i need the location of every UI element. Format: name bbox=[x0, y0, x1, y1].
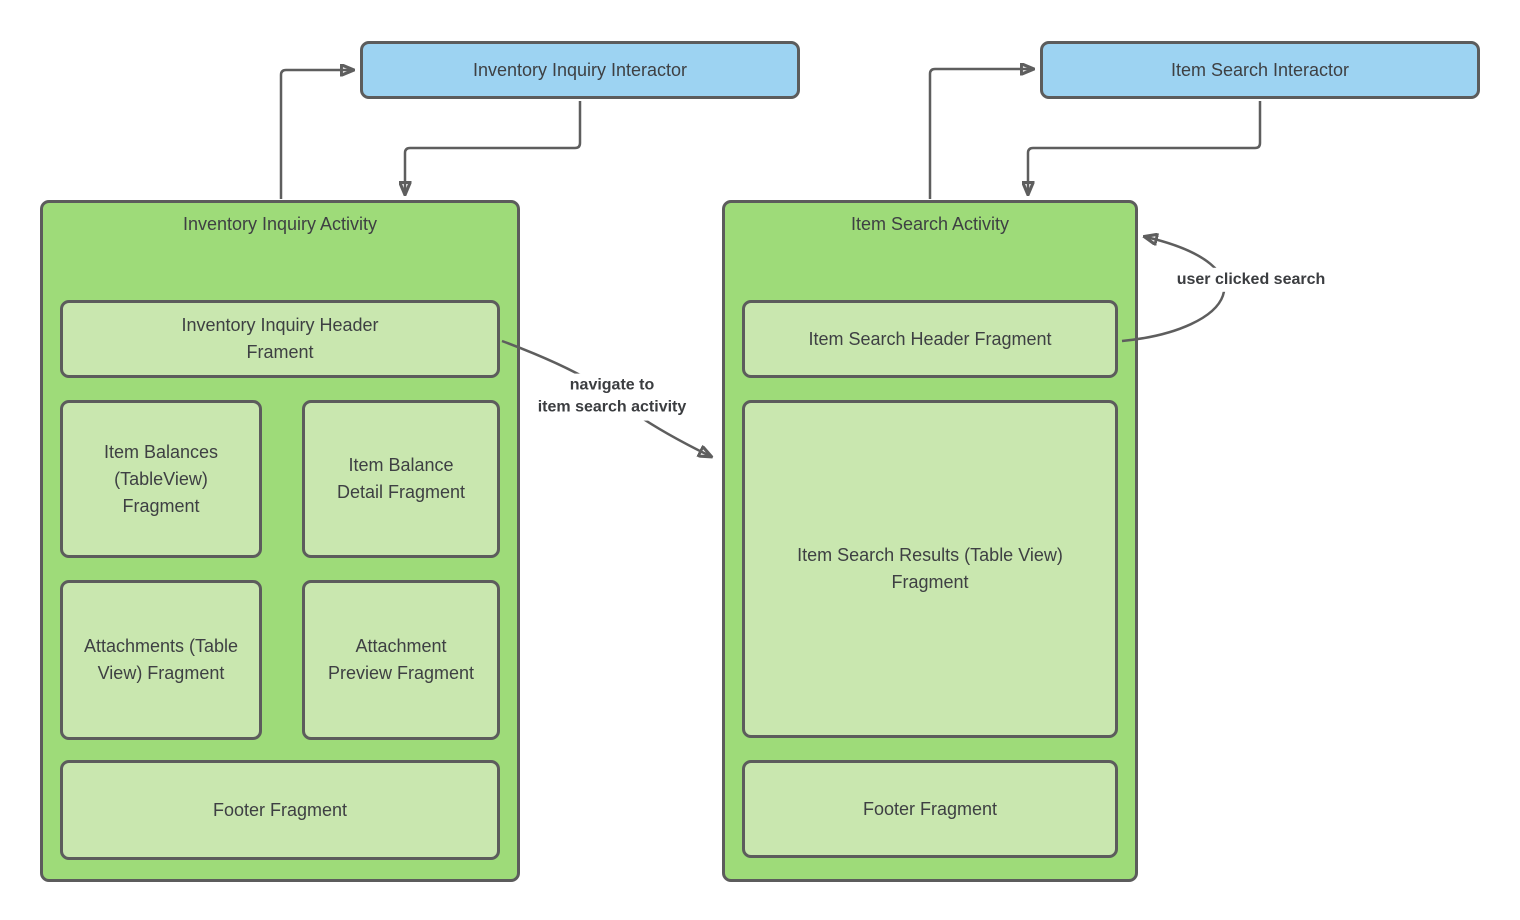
inventory-inquiry-interactor-box: Inventory Inquiry Interactor bbox=[360, 41, 800, 99]
item-search-activity-title: Item Search Activity bbox=[850, 214, 1010, 234]
inventory-inquiry-interactor-label: Inventory Inquiry Interactor bbox=[472, 59, 688, 80]
user-clicked-search-edge-label: user clicked search bbox=[1171, 267, 1331, 293]
inventory-footer-fragment-box: Footer Fragment bbox=[60, 760, 500, 860]
inventory-inquiry-header-fragment-box: Inventory Inquiry Header Frament bbox=[60, 300, 500, 378]
item-search-header-fragment-box: Item Search Header Fragment bbox=[742, 300, 1118, 378]
arrow-search-activity-to-interactor bbox=[928, 69, 1032, 199]
inventory-inquiry-activity-box: Inventory Inquiry Activity Inventory Inq… bbox=[40, 200, 520, 882]
item-search-activity-box: Item Search Activity Item Search Header … bbox=[722, 200, 1138, 882]
item-search-interactor-box: Item Search Interactor bbox=[1040, 41, 1480, 99]
navigate-edge-label: navigate to item search activity bbox=[532, 373, 692, 421]
item-search-results-fragment-box: Item Search Results (Table View) Fragmen… bbox=[742, 400, 1118, 738]
attachment-preview-fragment-box: Attachment Preview Fragment bbox=[302, 580, 500, 740]
attachments-fragment-box: Attachments (Table View) Fragment bbox=[60, 580, 262, 740]
item-balance-detail-fragment-box: Item Balance Detail Fragment bbox=[302, 400, 500, 558]
item-search-interactor-label: Item Search Interactor bbox=[1170, 59, 1350, 80]
search-footer-fragment-box: Footer Fragment bbox=[742, 760, 1118, 858]
inventory-inquiry-activity-title: Inventory Inquiry Activity bbox=[182, 214, 378, 234]
arrow-inventory-activity-to-interactor bbox=[279, 70, 352, 199]
arrow-search-interactor-to-activity bbox=[1028, 101, 1262, 193]
item-balances-fragment-box: Item Balances (TableView) Fragment bbox=[60, 400, 262, 558]
arrow-inventory-interactor-to-activity bbox=[405, 101, 582, 193]
